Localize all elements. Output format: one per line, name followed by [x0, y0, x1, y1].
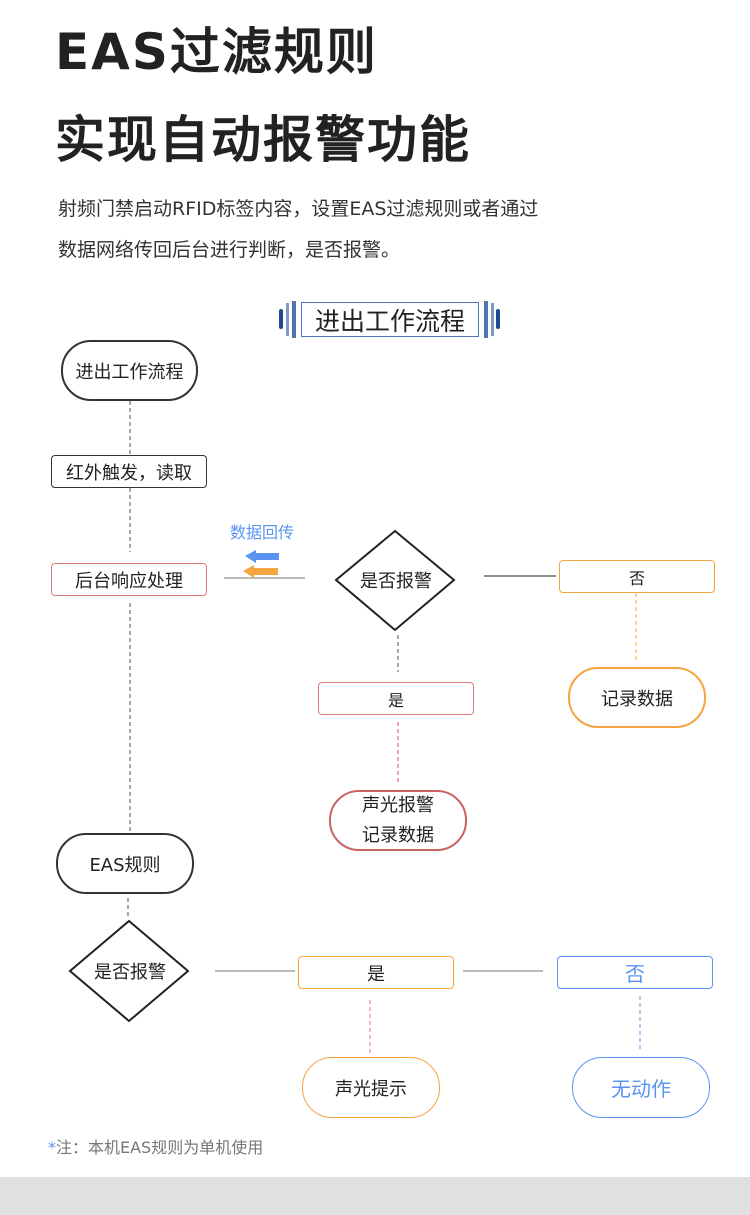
decision-diamond-1 [334, 529, 456, 632]
footnote-star: * [48, 1138, 56, 1157]
badge-bar-icon [286, 303, 289, 336]
flow2-decision-label: 是否报警 [94, 962, 166, 983]
arrow-left-icon [245, 550, 279, 563]
section-badge: 进出工作流程 [301, 302, 479, 337]
flow2-yes: 是 [298, 956, 454, 989]
badge-bar-icon [496, 309, 500, 329]
flow2-start: EAS规则 [56, 833, 194, 894]
badge-bar-icon [292, 301, 296, 338]
flow2-yes-result: 声光提示 [302, 1057, 440, 1118]
page-title-line2: 实现自动报警功能 [55, 111, 471, 169]
flow2-no-result: 无动作 [572, 1057, 710, 1118]
bottom-band [0, 1177, 750, 1215]
flow1-record: 记录数据 [568, 667, 706, 728]
flow1-decision-label: 是否报警 [360, 571, 432, 592]
flow1-alarm: 声光报警 记录数据 [329, 790, 467, 851]
flow1-read: 红外触发，读取 [51, 455, 207, 488]
footnote-text: 注：本机EAS规则为单机使用 [56, 1138, 264, 1157]
flow1-no: 否 [559, 560, 715, 593]
flow1-start: 进出工作流程 [61, 340, 198, 401]
page-title-line1: EAS过滤规则 [55, 23, 378, 81]
badge-bar-icon [484, 301, 488, 338]
data-return-label: 数据回传 [230, 523, 295, 542]
footnote: *注：本机EAS规则为单机使用 [48, 1134, 263, 1158]
flow1-alarm-line1: 声光报警 [362, 794, 434, 816]
badge-bar-icon [491, 303, 494, 336]
decision-diamond-2 [68, 919, 190, 1023]
arrow-left-icon [243, 565, 278, 578]
flow1-yes: 是 [318, 682, 474, 715]
flow2-no: 否 [557, 956, 713, 989]
intro-line2: 数据网络传回后台进行判断，是否报警。 [58, 239, 401, 261]
flow1-backend: 后台响应处理 [51, 563, 207, 596]
badge-bar-icon [279, 309, 283, 329]
intro-line1: 射频门禁启动RFID标签内容，设置EAS过滤规则或者通过 [58, 198, 539, 220]
flow1-alarm-line2: 记录数据 [362, 824, 434, 846]
